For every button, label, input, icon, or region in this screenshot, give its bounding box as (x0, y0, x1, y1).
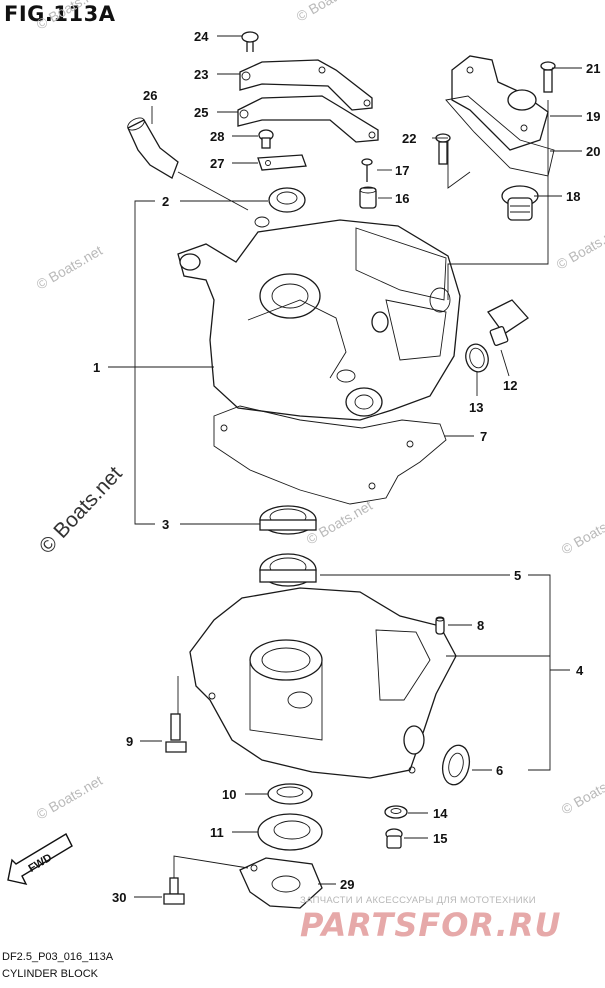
watermark-mid-right: © Boats.net (554, 222, 605, 273)
callout-14: 14 (433, 806, 448, 821)
part-14-washer (384, 805, 408, 819)
part-20-gasket (445, 95, 555, 177)
part-19-thermostat-cover (451, 55, 549, 151)
part-24-screw (241, 31, 259, 52)
callout-15: 15 (433, 831, 447, 846)
part-9-bolt (165, 713, 187, 753)
callout-29: 29 (340, 877, 354, 892)
part-27-clip (257, 154, 307, 171)
leader-lines (108, 35, 582, 898)
watermark-low-right: © Boats.net (559, 767, 605, 818)
callout-26: 26 (143, 88, 157, 103)
part-8-dowel-pin (435, 616, 445, 635)
callout-17: 17 (395, 163, 409, 178)
callout-2: 2 (162, 194, 169, 209)
part-28-bolt (258, 129, 274, 149)
callout-16: 16 (395, 191, 409, 206)
part-25-bracket (237, 95, 379, 143)
part-6-oil-seal (441, 744, 471, 786)
callout-24: 24 (194, 29, 209, 44)
watermark-low-left: © Boats.net (34, 772, 106, 823)
callout-4: 4 (576, 663, 584, 678)
callouts: 24 23 25 26 28 27 17 16 2 21 19 20 22 18… (93, 29, 600, 905)
part-4-crankcase (189, 587, 457, 779)
part-16-collar (359, 186, 377, 209)
callout-28: 28 (210, 129, 224, 144)
figure-code: DF2.5_P03_016_113A (2, 951, 114, 963)
callout-12: 12 (503, 378, 517, 393)
part-5-bearing (259, 553, 317, 587)
callout-21: 21 (586, 61, 600, 76)
part-17-screw (361, 158, 373, 182)
watermark-top-right: © Boats.net (294, 0, 366, 25)
callout-25: 25 (194, 105, 208, 120)
callout-20: 20 (586, 144, 600, 159)
callout-10: 10 (222, 787, 236, 802)
watermark-mid-left: © Boats.net (34, 242, 106, 293)
part-23-bracket (239, 59, 373, 111)
part-15-plug (385, 828, 403, 849)
part-18-thermostat (501, 185, 539, 221)
callout-30: 30 (112, 890, 126, 905)
callout-7: 7 (480, 429, 487, 444)
callout-6: 6 (496, 763, 503, 778)
callout-3: 3 (162, 517, 169, 532)
figure-title: FIG.113A (4, 2, 116, 26)
callout-5: 5 (514, 568, 521, 583)
callout-9: 9 (126, 734, 133, 749)
part-29-cover (239, 857, 323, 909)
part-12-drain-plug (487, 299, 529, 346)
callout-23: 23 (194, 67, 208, 82)
part-10-seal (267, 783, 313, 805)
watermark-right: © Boats.net (559, 507, 605, 558)
callout-27: 27 (210, 156, 224, 171)
callout-13: 13 (469, 400, 483, 415)
callout-11: 11 (210, 825, 224, 840)
callout-19: 19 (586, 109, 600, 124)
part-3-bearing (259, 505, 317, 535)
callout-8: 8 (477, 618, 484, 633)
callout-18: 18 (566, 189, 580, 204)
part-7-gasket (213, 405, 447, 505)
figure-name: CYLINDER BLOCK (2, 968, 98, 980)
shop-logo: PARTSFOR.RU (300, 906, 562, 944)
part-30-bolt (163, 877, 185, 905)
part-11-seal (257, 813, 323, 851)
shop-tagline: ЗАПЧАСТИ И АКСЕССУАРЫ ДЛЯ МОТОТЕХНИКИ (300, 895, 536, 906)
callout-1: 1 (93, 360, 100, 375)
fwd-arrow-icon: FWD (7, 833, 73, 886)
part-26-hose (127, 117, 249, 211)
callout-22: 22 (402, 131, 416, 146)
part-21-bolt (540, 61, 556, 93)
part-1-cylinder-block (177, 216, 461, 421)
part-13-o-ring (465, 343, 489, 373)
watermark-top-left: © Boats.net (34, 0, 106, 33)
watermark-large: © Boats.net (35, 462, 127, 558)
part-2-oil-seal (268, 187, 306, 213)
